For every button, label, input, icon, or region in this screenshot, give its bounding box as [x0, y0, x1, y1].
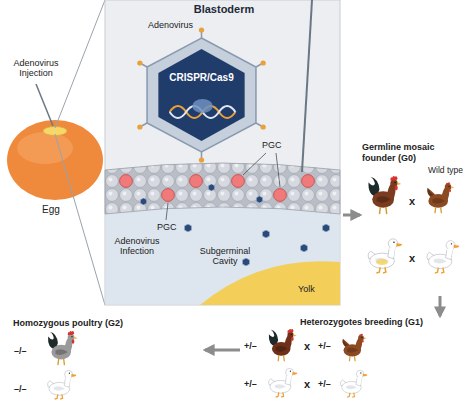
figure-label: +/–	[318, 379, 331, 389]
figure-label: –/–	[14, 346, 27, 356]
virus-label: CRISPR/Cas9	[145, 72, 258, 84]
figure-label: +/–	[318, 341, 331, 351]
node-title: Heterozygotes breeding (G1)	[300, 317, 423, 328]
flow-arrow	[343, 214, 360, 217]
figure-label: +/–	[244, 379, 257, 389]
flow-arrow	[205, 349, 240, 352]
figure-label: x	[304, 378, 310, 391]
figure-label: x	[409, 252, 415, 265]
figure-label: Adenovirus Injection	[5, 58, 67, 79]
virus-hexagon: CRISPR/Cas9	[145, 36, 258, 154]
flow-arrow	[439, 296, 442, 316]
stage-group: Homozygous poultry (G2)	[5, 316, 205, 405]
figure-label: PGC	[156, 222, 178, 232]
figure-label: Wild type	[428, 166, 463, 176]
figure-label: –/–	[14, 384, 27, 394]
node-title: Homozygous poultry (G2)	[13, 318, 123, 329]
figure-label: Yolk	[298, 284, 315, 294]
stage-group: Germline mosaic founder (G0)	[360, 138, 472, 296]
figure-label: +/–	[244, 341, 257, 351]
figure-label: Adenovirus	[148, 20, 193, 30]
node-title: Blastoderm	[105, 0, 343, 16]
node-title: Germline mosaic founder (G0)	[362, 142, 440, 164]
figure-label: x	[304, 340, 310, 353]
figure-label: x	[409, 195, 415, 208]
stage-group: Heterozygotes breeding (G1)	[240, 316, 472, 405]
figure-label: Adenovirus Infection	[108, 236, 166, 257]
figure-label: PGC	[262, 140, 282, 150]
figure-label: Subgerminal Cavity	[196, 246, 254, 267]
figure-label: Egg	[42, 204, 60, 216]
virus-hexagon-outline	[145, 36, 258, 154]
